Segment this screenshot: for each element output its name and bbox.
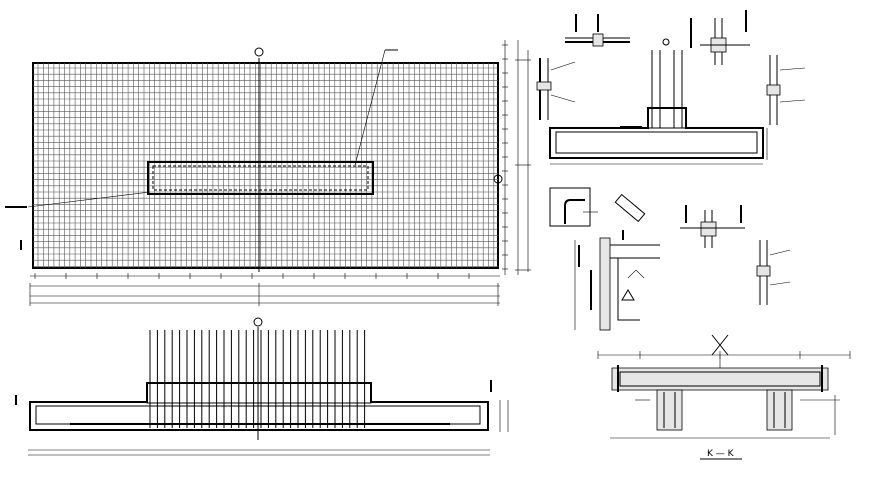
rebar-detail-small-c [690,10,750,65]
footing-rebar-outline [35,405,481,425]
section-kk-detail: K — K [597,334,851,460]
footing-outline [29,382,489,431]
wall-note [590,270,592,310]
rebar-leader [550,61,576,71]
plan-side-label [20,240,22,250]
section-label-block [15,395,17,405]
rebar-detail-small-d [766,55,806,125]
detail-pedestal [647,107,687,129]
rebar-splice [766,84,781,96]
detail-footing-rebar [555,131,758,154]
grid-axis-marker-icon [662,38,670,46]
rebar-detail-small-f [756,240,791,305]
rebar-note [597,14,599,32]
section-kk-title: K — K [707,449,735,459]
plan-label-block [5,206,27,208]
kk-dimension-ticks [597,351,851,359]
grid-axis-marker-icon [493,174,503,184]
kk-slab-edges [617,365,823,392]
rebar-leader [550,94,576,103]
wall-inner-line [617,258,640,321]
section-side-label [490,380,492,392]
foundation-section-view [15,317,509,456]
rebar-note [745,10,747,32]
column-footing-section-detail [549,38,768,165]
rebar-leader [769,281,791,286]
wall-note [622,230,624,240]
central-column-box [147,161,374,195]
kk-slab [611,367,829,391]
wall-corner-detail [574,230,660,331]
rebar-leader [779,67,806,71]
plan-section-line [27,191,151,208]
rebar-note [740,205,742,223]
plan-dimension-ticks [29,273,499,306]
detail-note-block [620,126,642,128]
rebar-note [690,18,692,48]
rebar-splice [592,33,604,47]
kk-pier-left [656,389,683,431]
detail-footing-outline [549,107,764,159]
rebar-detail-small-e [680,205,745,248]
triangle-marker-icon [621,289,635,301]
break-line-icon [711,334,729,356]
rebar-splice [756,265,771,277]
central-column-inner [152,165,369,191]
haunch-line [627,269,645,279]
column-starter-bars [149,330,366,428]
rebar-splice [536,81,552,91]
foundation-plan-view [5,40,531,306]
kk-slab-rebar [619,371,821,387]
rebar-detail-small-b [565,14,630,47]
rebar-coupler [700,221,717,237]
pedestal-outline [146,382,372,404]
wall-section [599,237,611,331]
plan-leader-line [354,49,386,166]
plan-vertical-dimension-ticks [502,44,531,271]
hook-bar [564,199,585,224]
wall-note [578,245,580,267]
plan-outline [32,62,499,269]
rebar-hook-detail [549,187,646,227]
grid-axis-marker-icon [254,47,264,57]
rebar-leader [769,249,791,256]
rebar-note [575,14,577,32]
grid-axis-marker-icon [253,317,263,327]
rebar-note [685,205,687,223]
hook-detail-frame [549,187,591,227]
rebar-leader [779,99,806,103]
rebar-tie-detail [614,193,646,223]
rebar-detail-small-a [536,58,576,120]
kk-pier-right [766,389,793,431]
